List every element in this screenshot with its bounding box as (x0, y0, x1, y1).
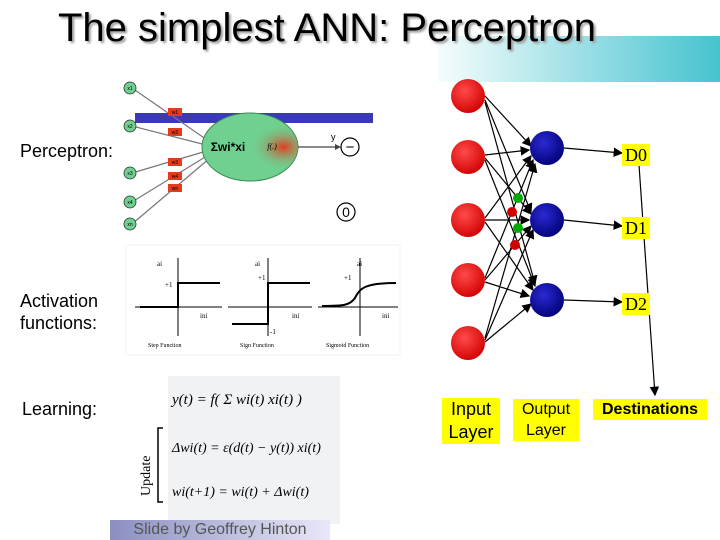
learning-equations: y(t) = f( Σ wi(t) xi(t) ) Δwi(t) = ε(d(t… (139, 376, 340, 524)
update-label: Update (139, 456, 154, 496)
output-node-2 (530, 203, 564, 237)
weight-text-w2: w2 (172, 130, 179, 136)
perceptron-input-nodes: x1 x2 x3 x4 xn (123, 81, 137, 231)
perceptron-diagram: x1 x2 x3 x4 xn w1 w2 w3 w4 wn (123, 78, 398, 238)
network-diagram (451, 79, 660, 397)
output-layer-label: Output Layer (513, 399, 579, 441)
weight-box-w4 (168, 172, 182, 180)
input-text-x4: x4 (127, 200, 133, 206)
input-node-x1 (123, 81, 137, 95)
slide-credit: Slide by Geoffrey Hinton (110, 520, 330, 540)
input-text-xn: xn (127, 222, 133, 228)
neuron-sum-label: Σwi*xi (211, 140, 246, 154)
weight-text-w3: w3 (172, 160, 179, 166)
input-node-3 (451, 203, 485, 237)
input-node-5 (451, 326, 485, 360)
minus-sign: − (346, 139, 355, 156)
destinations-label: Destinations (593, 399, 707, 420)
input-text-x1: x1 (127, 86, 133, 92)
input-node-1 (451, 79, 485, 113)
sign-y-top-label: +1 (258, 274, 266, 282)
perceptron-label: Perceptron: (20, 141, 114, 161)
weight-box-w1 (168, 108, 182, 116)
zero-circle (336, 202, 356, 222)
sigmoid-y-axis-label: ai (357, 260, 362, 268)
destination-d2: D2 (622, 293, 650, 315)
learning-label: Learning: (22, 399, 98, 419)
sign-x-label: ini (292, 312, 299, 320)
minus-circle (340, 137, 360, 157)
output-node-3 (530, 283, 564, 317)
sigmoid-function-plot (318, 258, 398, 336)
input-node-2 (451, 140, 485, 174)
destination-d1: D1 (622, 217, 650, 239)
input-node-4 (451, 263, 485, 297)
neuron-activation-glow (202, 113, 298, 181)
step-x-label: ini (200, 312, 207, 320)
slide-title: The simplest ANN: Perceptron (58, 6, 596, 50)
activation-label: Activation functions: (20, 291, 99, 333)
title-accent-bar (438, 36, 720, 82)
weight-box-wn (168, 184, 182, 192)
step-y-top-label: +1 (165, 281, 173, 289)
output-node-1 (530, 131, 564, 165)
neuron-func-label: f(.) (267, 142, 277, 151)
input-layer-label: Input Layer (442, 398, 500, 444)
weight-text-w4: w4 (172, 174, 179, 180)
input-text-x3: x3 (127, 171, 133, 177)
update-bracket (157, 427, 163, 503)
neuron-output-label: y (331, 132, 336, 142)
weight-box-w2 (168, 128, 182, 136)
step-y-axis-label: ai (157, 260, 162, 268)
weight-text-w1: w1 (172, 110, 179, 116)
sign-y-axis-label: ai (255, 260, 260, 268)
input-node-x2 (123, 119, 137, 133)
signal-dot-red-1 (507, 207, 517, 217)
step-function-plot (135, 258, 222, 336)
perceptron-weights: w1 w2 w3 w4 wn (168, 108, 182, 192)
neuron-output-arrow (335, 144, 341, 150)
input-text-x2: x2 (127, 124, 133, 130)
weight-text-wn: wn (172, 186, 179, 192)
sigmoid-y-top-label: +1 (344, 274, 352, 282)
signal-dot-green-1 (513, 193, 523, 203)
step-caption: Step Function (148, 343, 182, 349)
network-connections (484, 95, 660, 397)
signal-dot-green-2 (513, 223, 523, 233)
equation-update: wi(t+1) = wi(t) + Δwi(t) (172, 485, 309, 500)
sigmoid-caption: Sigmoid Function (326, 343, 369, 349)
input-node-xn (123, 217, 137, 231)
destination-d0: D0 (622, 144, 650, 166)
equations-bg (168, 376, 340, 524)
activation-diagram: ai +1 ini Step Function ai +1 -1 ini Sig… (125, 244, 401, 356)
sigmoid-x-label: ini (382, 312, 389, 320)
weight-box-w3 (168, 158, 182, 166)
signal-dot-red-2 (510, 240, 520, 250)
sign-caption: Sign Function (240, 343, 274, 349)
equation-delta: Δwi(t) = ε(d(t) − y(t)) xi(t) (171, 441, 321, 456)
zero-sign: 0 (342, 204, 350, 220)
input-node-x3 (123, 166, 137, 180)
sign-y-bottom-label: -1 (270, 328, 276, 336)
sign-function-plot (228, 258, 312, 336)
input-node-x4 (123, 195, 137, 209)
equation-output: y(t) = f( Σ wi(t) xi(t) ) (170, 392, 302, 408)
